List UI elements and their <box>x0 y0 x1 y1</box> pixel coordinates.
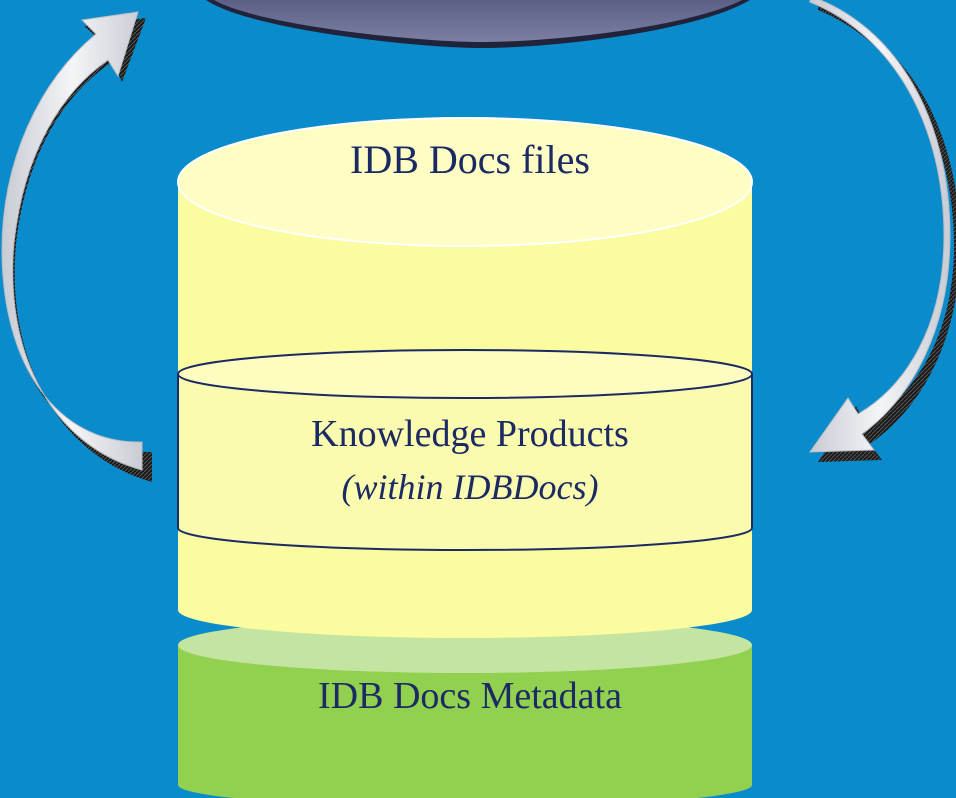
top-database-ellipse <box>206 0 750 48</box>
metadata-label: IDB Docs Metadata <box>318 675 622 717</box>
files-label: IDB Docs files <box>350 137 590 182</box>
knowledge-products-subtitle: (within IDBDocs) <box>341 467 599 507</box>
knowledge-products-band <box>177 349 753 551</box>
curved-up-arrow-icon <box>1 11 152 482</box>
curved-down-arrow-icon <box>809 0 956 462</box>
metadata-cylinder <box>178 617 752 798</box>
knowledge-products-title: Knowledge Products <box>311 413 629 455</box>
